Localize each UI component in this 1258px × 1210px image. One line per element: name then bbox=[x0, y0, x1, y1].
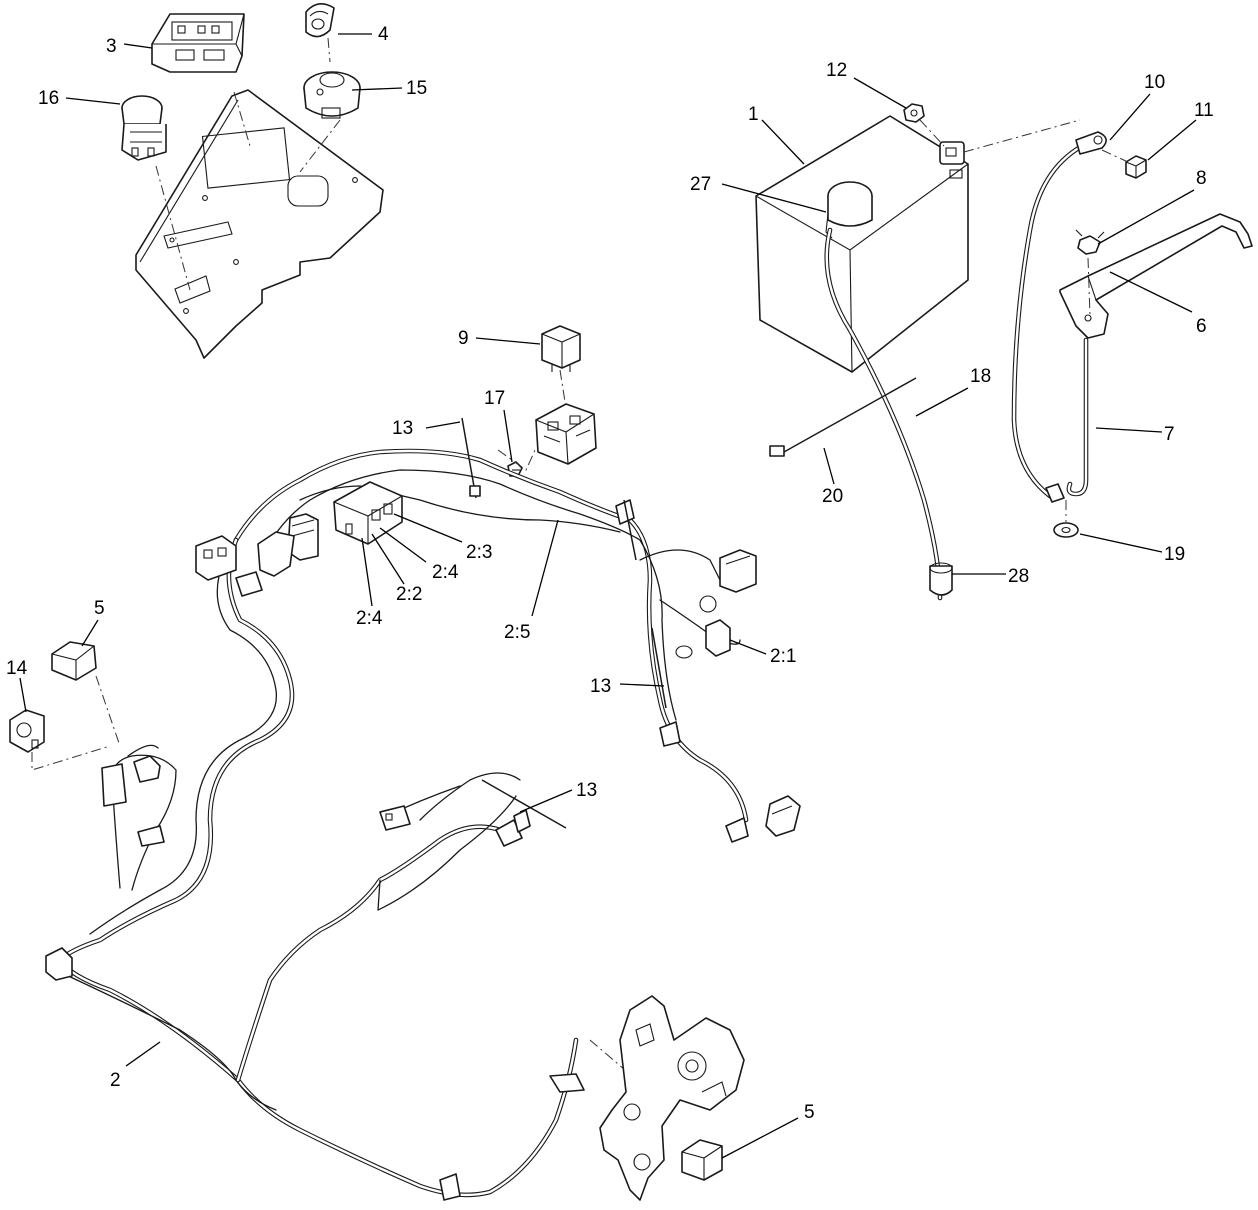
battery-assembly-lines bbox=[919, 119, 1129, 522]
terminal-nut bbox=[903, 103, 925, 123]
negative-battery-cable bbox=[1011, 131, 1107, 503]
battery-hold-down-bracket bbox=[1059, 213, 1253, 339]
control-panel bbox=[135, 89, 384, 359]
callout-2-5: 2:5 bbox=[504, 622, 530, 643]
callout-1: 1 bbox=[748, 104, 759, 125]
seat-switch bbox=[9, 709, 45, 753]
callout-2-1: 2:1 bbox=[770, 646, 796, 667]
callout-6: 6 bbox=[1196, 316, 1207, 337]
callout-9: 9 bbox=[458, 328, 469, 349]
brake-bracket bbox=[599, 995, 745, 1201]
ignition-key bbox=[305, 3, 335, 38]
callout-2-3: 2:3 bbox=[466, 542, 492, 563]
hold-down-rod bbox=[1066, 337, 1089, 497]
washer bbox=[1053, 522, 1079, 538]
callout-7: 7 bbox=[1164, 424, 1175, 445]
callout-4: 4 bbox=[378, 24, 389, 45]
interlock-switch-lower bbox=[681, 1139, 723, 1181]
callout-10: 10 bbox=[1144, 72, 1165, 93]
harness-clips bbox=[45, 499, 681, 1201]
harness-connector-2-1 bbox=[675, 619, 731, 659]
positive-battery-cable bbox=[824, 227, 943, 601]
callout-3: 3 bbox=[106, 36, 117, 57]
wing-nut bbox=[1075, 229, 1105, 255]
battery-terminal bbox=[939, 141, 965, 165]
callout-13-upper: 13 bbox=[392, 418, 413, 439]
callout-28: 28 bbox=[1008, 566, 1029, 587]
leader-lines bbox=[19, 33, 1197, 1159]
relay bbox=[541, 325, 581, 372]
switch-assembly-lines bbox=[31, 675, 661, 1101]
ignition-switch bbox=[303, 71, 361, 119]
callout-5-upper: 5 bbox=[94, 598, 105, 619]
terminal-boot bbox=[825, 181, 873, 239]
fuse-block bbox=[333, 481, 403, 545]
pto-switch bbox=[121, 95, 167, 161]
cable-ties bbox=[461, 417, 667, 829]
hour-meter bbox=[151, 13, 245, 73]
callout-5-lower: 5 bbox=[804, 1102, 815, 1123]
battery bbox=[755, 115, 969, 373]
battery-cable-tie bbox=[769, 377, 917, 457]
harness-connector-left bbox=[101, 755, 161, 807]
callout-13-lower: 13 bbox=[576, 780, 597, 801]
callout-17: 17 bbox=[484, 388, 505, 409]
callout-8: 8 bbox=[1196, 168, 1207, 189]
callout-2-2: 2:2 bbox=[396, 584, 422, 605]
callout-2-4-left: 2:4 bbox=[356, 608, 383, 629]
callout-16: 16 bbox=[38, 88, 59, 109]
callout-19: 19 bbox=[1164, 544, 1185, 565]
relay-assembly-line bbox=[559, 369, 567, 409]
callout-2: 2 bbox=[110, 1070, 121, 1091]
callout-12: 12 bbox=[826, 60, 847, 81]
harness-connector-center bbox=[257, 513, 319, 577]
cable-boot bbox=[929, 562, 953, 596]
relay-socket bbox=[535, 403, 597, 465]
screw-assembly-line bbox=[497, 447, 537, 471]
callout-20: 20 bbox=[822, 486, 843, 507]
harness-connector-mid bbox=[379, 805, 531, 847]
callout-13-middle: 13 bbox=[590, 676, 611, 697]
callout-11: 11 bbox=[1194, 100, 1214, 121]
callouts: 1 3 4 15 16 12 10 11 27 8 6 7 9 13 17 18… bbox=[6, 24, 1214, 1123]
interlock-switch-upper bbox=[51, 641, 97, 681]
panel-assembly-lines bbox=[155, 37, 341, 291]
callout-18: 18 bbox=[970, 366, 991, 387]
harness-connector-lower-right bbox=[725, 795, 801, 843]
callout-15: 15 bbox=[406, 78, 427, 99]
callout-2-4-right: 2:4 bbox=[432, 562, 459, 583]
harness-connector-right bbox=[699, 549, 757, 613]
terminal-bolt bbox=[1125, 155, 1147, 179]
callout-27: 27 bbox=[690, 174, 711, 195]
callout-14: 14 bbox=[6, 658, 28, 679]
harness-connector-upper-left bbox=[195, 535, 263, 597]
